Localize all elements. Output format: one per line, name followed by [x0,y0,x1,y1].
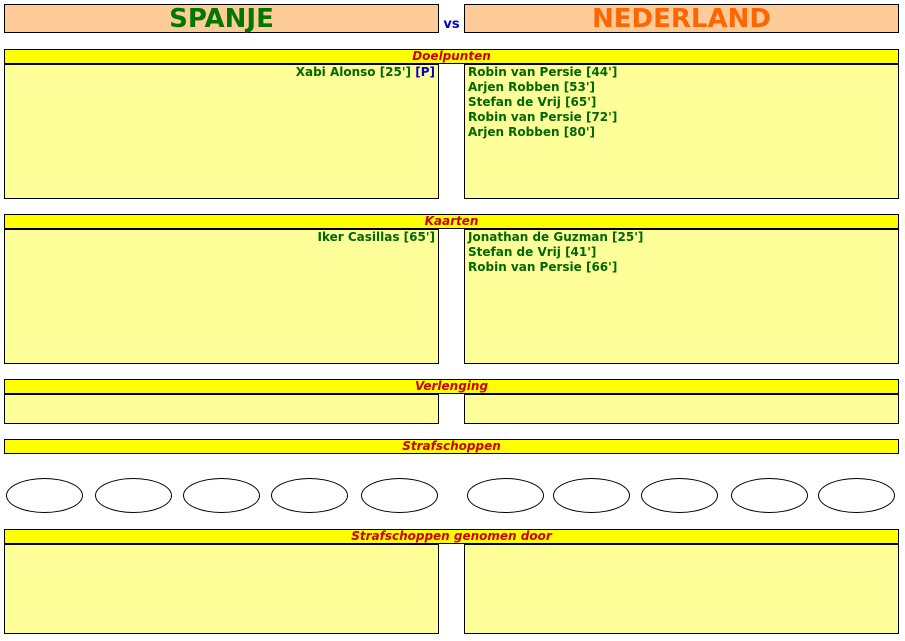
entry-text: Iker Casillas [65'] [317,230,435,244]
home-penalty-oval [183,478,260,513]
penalty-takers-section-header: Strafschoppen genomen door [4,529,899,544]
home-penalty-oval [95,478,172,513]
home-penalty-oval [6,478,83,513]
away-penalty-oval [731,478,808,513]
cards-away-entry: Robin van Persie [66'] [468,260,895,275]
away-penalty-oval [641,478,718,513]
extra-time-away-panel [464,394,899,424]
entry-text: Stefan de Vrij [65'] [468,95,597,109]
cards-away-entry: Stefan de Vrij [41'] [468,245,895,260]
entry-text: Arjen Robben [80'] [468,125,596,139]
goals-away-entry: Robin van Persie [72'] [468,110,895,125]
home-penalty-oval [361,478,438,513]
goals-away-entry: Arjen Robben [53'] [468,80,895,95]
goals-away-entry: Robin van Persie [44'] [468,65,895,80]
penalty-takers-away-panel [464,544,899,634]
entry-text: Robin van Persie [72'] [468,110,618,124]
home-penalty-oval [271,478,348,513]
goals-away-entry: Stefan de Vrij [65'] [468,95,895,110]
entry-text: Jonathan de Guzman [25'] [468,230,644,244]
cards-home-entry: Iker Casillas [65'] [8,230,435,245]
goals-away-entry: Arjen Robben [80'] [468,125,895,140]
entry-text: Stefan de Vrij [41'] [468,245,597,259]
extra-time-home-panel [4,394,439,424]
penalty-goal-tag: [P] [415,65,435,79]
home-team-name: SPANJE [4,4,439,33]
vs-label: vs [443,17,460,32]
away-penalty-oval [467,478,544,513]
goals-home-entry: Xabi Alonso [25'] [P] [8,65,435,80]
entry-text: Arjen Robben [53'] [468,80,596,94]
away-team-name: NEDERLAND [464,4,899,33]
penalty-takers-home-panel [4,544,439,634]
entry-text: Xabi Alonso [25'] [295,65,412,79]
away-penalty-oval [818,478,895,513]
penalties-section-header: Strafschoppen [4,439,899,454]
entry-text: Robin van Persie [66'] [468,260,618,274]
away-penalty-oval [553,478,630,513]
cards-away-entry: Jonathan de Guzman [25'] [468,230,895,245]
cards-away-panel: Jonathan de Guzman [25']Stefan de Vrij [… [464,229,899,364]
cards-section-header: Kaarten [4,214,899,229]
extra-time-section-header: Verlenging [4,379,899,394]
goals-section-header: Doelpunten [4,49,899,64]
goals-away-panel: Robin van Persie [44']Arjen Robben [53']… [464,64,899,199]
entry-text: Robin van Persie [44'] [468,65,618,79]
goals-home-panel: Xabi Alonso [25'] [P] [4,64,439,199]
penalty-shootout-row [0,478,905,516]
cards-home-panel: Iker Casillas [65'] [4,229,439,364]
